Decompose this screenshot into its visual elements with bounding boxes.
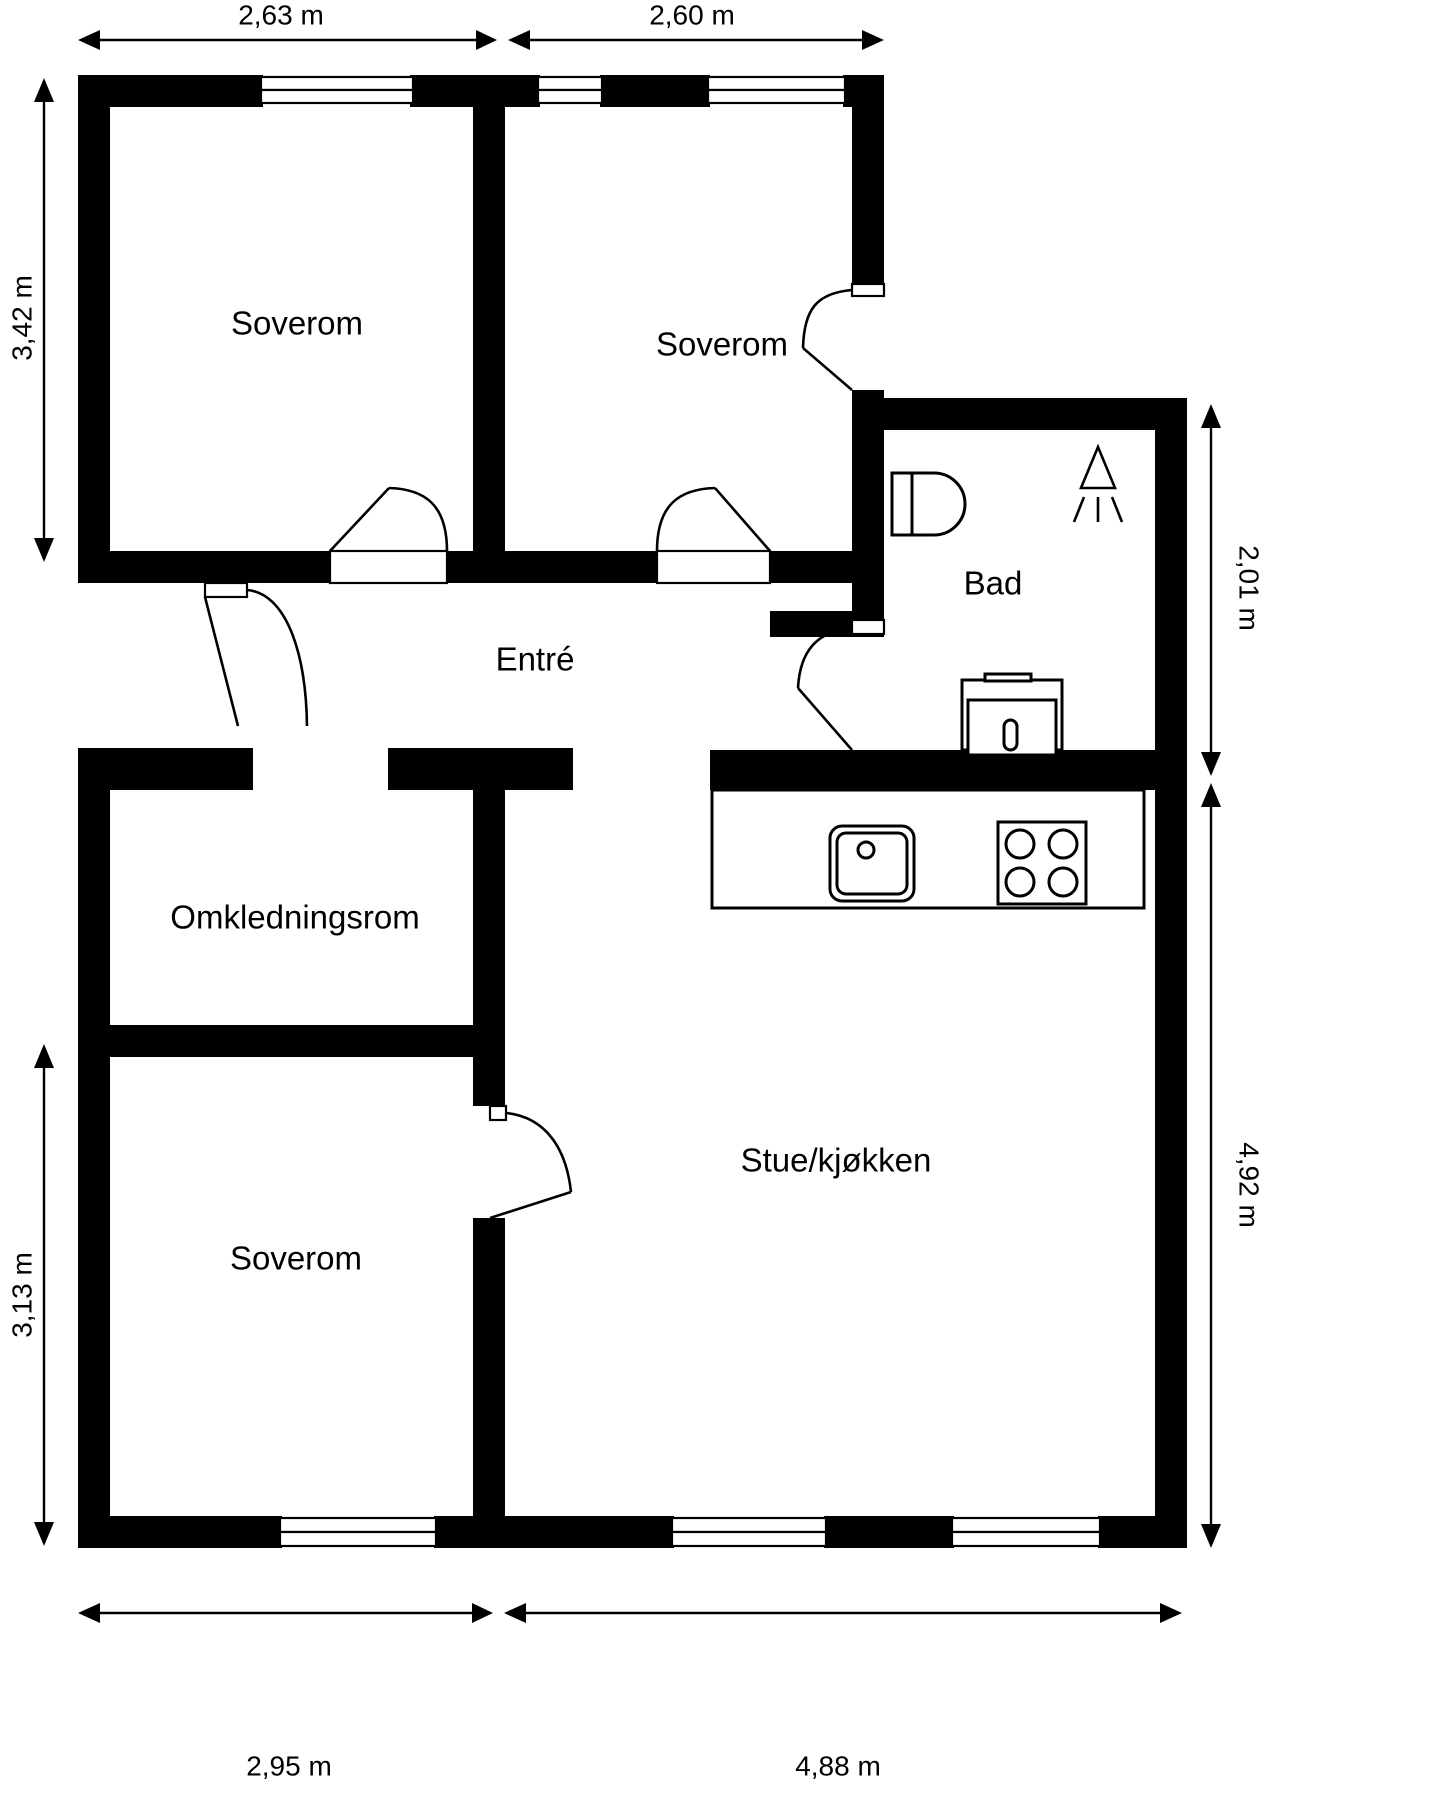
dim-label-left-lower: 3,13 m bbox=[6, 1252, 37, 1338]
door-omkledningsrom[interactable] bbox=[203, 581, 309, 727]
dim-label-right-upper: 2,01 m bbox=[1234, 545, 1265, 631]
shower-icon bbox=[1072, 443, 1124, 523]
dim-left-lower bbox=[34, 1044, 54, 1546]
dimension-labels: 2,63 m 2,60 m 3,42 m 3,13 m 2,01 m 4,92 … bbox=[6, 0, 1264, 1781]
wall-bath-top bbox=[875, 398, 1187, 430]
wall-divider-bedrooms bbox=[473, 75, 505, 583]
walls-group bbox=[78, 75, 1187, 1548]
room-label-entre: Entré bbox=[496, 641, 575, 678]
wall-right-exterior-bedroom bbox=[852, 75, 884, 290]
wall-top-exterior-c bbox=[600, 75, 710, 107]
dim-bottom-left bbox=[78, 1603, 493, 1623]
dim-bottom-right bbox=[504, 1603, 1182, 1623]
door-soverom-to-stue[interactable] bbox=[488, 1104, 573, 1220]
wall-bedroom-bottom-a bbox=[78, 551, 330, 583]
dim-label-left-upper: 3,42 m bbox=[6, 275, 37, 361]
dim-right-upper bbox=[1201, 404, 1221, 776]
toilet-icon bbox=[890, 471, 967, 537]
room-label-soverom-bottom: Soverom bbox=[230, 1240, 362, 1277]
wall-bath-bottom bbox=[710, 750, 1187, 790]
dim-top-right bbox=[508, 30, 884, 50]
wall-bottom-exterior-b bbox=[434, 1516, 674, 1548]
kitchen-sink-icon bbox=[828, 824, 916, 903]
wall-bottom-exterior-a bbox=[78, 1516, 282, 1548]
window-top-left bbox=[259, 75, 415, 105]
bathroom-fixtures bbox=[890, 443, 1124, 757]
stove-icon bbox=[996, 820, 1088, 906]
window-top-right bbox=[706, 75, 847, 105]
wall-left-exterior-lower bbox=[78, 748, 110, 1548]
wall-vertical-mid-lower-b bbox=[473, 1218, 505, 1548]
room-label-stue-kjokken: Stue/kjøkken bbox=[741, 1142, 932, 1179]
room-label-omkledningsrom: Omkledningsrom bbox=[170, 899, 419, 936]
window-top-mid bbox=[536, 75, 604, 105]
dim-label-bottom-left: 2,95 m bbox=[246, 1750, 332, 1781]
wall-bath-right-exterior bbox=[1155, 398, 1187, 776]
kitchen-group bbox=[710, 788, 1146, 910]
windows-group bbox=[259, 75, 1102, 1548]
doors-group bbox=[203, 282, 886, 1220]
dim-label-top-left: 2,63 m bbox=[238, 0, 324, 30]
wall-left-exterior-upper bbox=[78, 75, 110, 583]
wall-right-exterior-lower bbox=[1155, 750, 1187, 1548]
dim-top-left bbox=[78, 30, 497, 50]
room-labels: Soverom Soverom Bad Entré Omkledningsrom… bbox=[170, 305, 1022, 1277]
washbasin-icon bbox=[960, 672, 1064, 757]
room-label-soverom-top-right: Soverom bbox=[656, 326, 788, 363]
dim-label-top-right: 2,60 m bbox=[649, 0, 735, 30]
dim-left-upper bbox=[34, 78, 54, 562]
dim-right-lower bbox=[1201, 783, 1221, 1548]
door-soverom-topright[interactable] bbox=[655, 486, 772, 585]
wall-bottom-exterior-c bbox=[824, 1516, 954, 1548]
wall-omkledning-soverom-divider bbox=[78, 1025, 505, 1057]
room-label-bad: Bad bbox=[964, 565, 1023, 602]
wall-bedroom-bottom-b bbox=[447, 551, 657, 583]
door-soverom-to-bad[interactable] bbox=[801, 282, 886, 391]
window-bottom-left bbox=[278, 1516, 438, 1548]
dimensions-group bbox=[34, 30, 1221, 1623]
dim-label-bottom-right: 4,88 m bbox=[795, 1750, 881, 1781]
wall-omkledning-top-left bbox=[78, 748, 253, 790]
window-bottom-mid bbox=[670, 1516, 828, 1548]
wall-bath-left bbox=[852, 398, 884, 628]
room-label-soverom-top-left: Soverom bbox=[231, 305, 363, 342]
dim-label-right-lower: 4,92 m bbox=[1234, 1142, 1265, 1228]
door-entre-to-bad[interactable] bbox=[796, 618, 886, 751]
door-soverom-topleft[interactable] bbox=[328, 486, 449, 585]
window-bottom-right bbox=[950, 1516, 1102, 1548]
